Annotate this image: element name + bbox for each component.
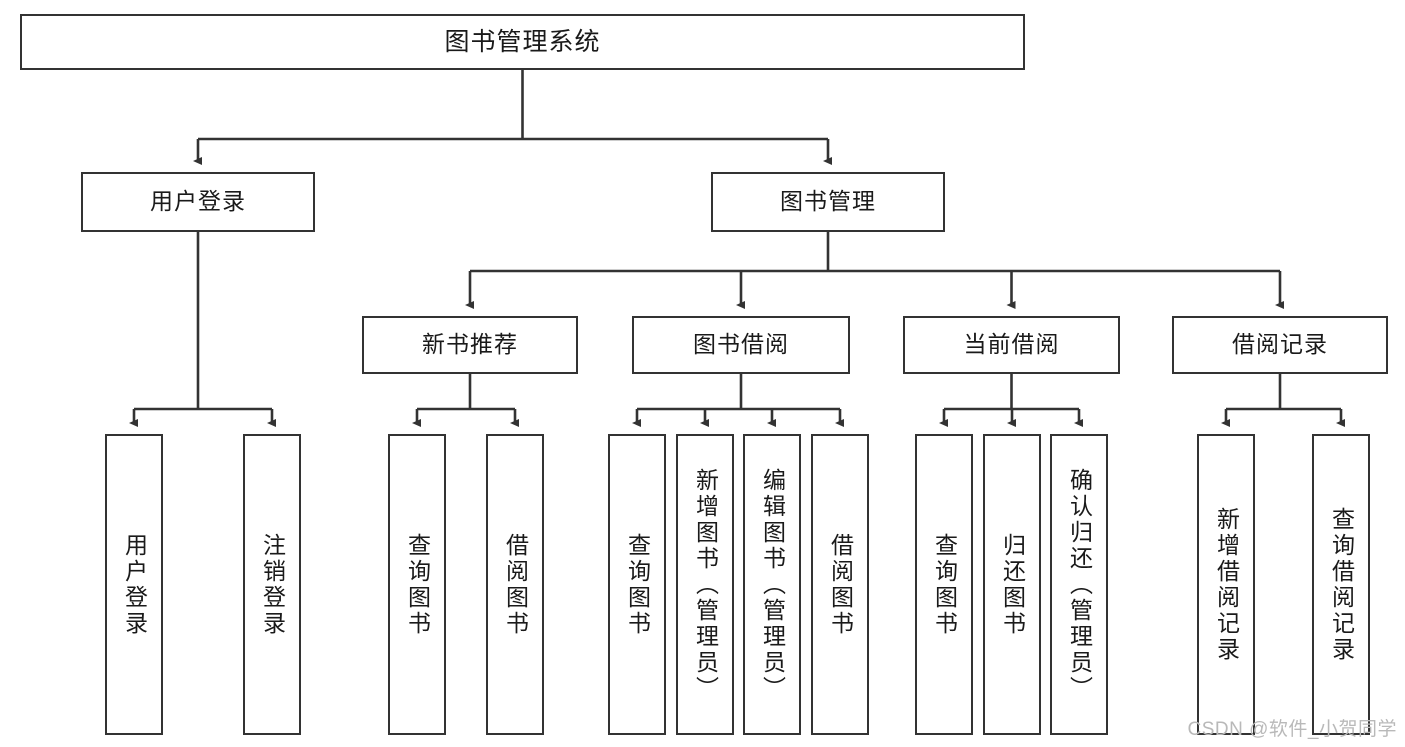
node-label-login: 用户登录 [150,188,246,215]
node-label-current: 当前借阅 [963,331,1060,358]
node-leaf-login-2[interactable]: 注销登录 [243,434,301,735]
node-label-leaf-rec-1: 新增借阅记录 [1213,506,1240,663]
node-label-root: 图书管理系统 [444,28,601,56]
node-records[interactable]: 借阅记录 [1172,316,1388,374]
node-leaf-cur-2[interactable]: 归还图书 [983,434,1041,735]
node-label-bookmgmt: 图书管理 [780,188,876,215]
node-label-leaf-bor-1: 查询图书 [624,532,651,637]
node-login[interactable]: 用户登录 [81,172,315,232]
node-label-leaf-login-2: 注销登录 [259,532,286,637]
node-label-leaf-cur-3: 确认归还（管理员） [1066,467,1093,702]
node-leaf-bor-3[interactable]: 编辑图书（管理员） [743,434,801,735]
node-root[interactable]: 图书管理系统 [20,14,1025,70]
node-label-leaf-new-1: 查询图书 [404,532,431,637]
node-label-leaf-bor-3: 编辑图书（管理员） [759,467,786,702]
node-leaf-cur-1[interactable]: 查询图书 [915,434,973,735]
node-label-leaf-new-2: 借阅图书 [502,532,529,637]
node-label-leaf-cur-1: 查询图书 [931,532,958,637]
watermark-text: CSDN @软件_小贺同学 [1187,719,1397,740]
node-leaf-bor-4[interactable]: 借阅图书 [811,434,869,735]
node-newbook[interactable]: 新书推荐 [362,316,578,374]
node-label-leaf-rec-2: 查询借阅记录 [1328,506,1355,663]
node-leaf-login-1[interactable]: 用户登录 [105,434,163,735]
node-label-leaf-bor-4: 借阅图书 [827,532,854,637]
node-leaf-new-2[interactable]: 借阅图书 [486,434,544,735]
node-leaf-bor-2[interactable]: 新增图书（管理员） [676,434,734,735]
node-leaf-rec-2[interactable]: 查询借阅记录 [1312,434,1370,735]
node-leaf-cur-3[interactable]: 确认归还（管理员） [1050,434,1108,735]
node-label-borrow: 图书借阅 [693,331,789,358]
node-label-records: 借阅记录 [1232,331,1328,358]
node-current[interactable]: 当前借阅 [903,316,1120,374]
node-label-leaf-bor-2: 新增图书（管理员） [692,467,719,702]
node-leaf-bor-1[interactable]: 查询图书 [608,434,666,735]
node-label-leaf-login-1: 用户登录 [121,532,148,637]
node-leaf-rec-1[interactable]: 新增借阅记录 [1197,434,1255,735]
node-label-leaf-cur-2: 归还图书 [999,532,1026,637]
node-leaf-new-1[interactable]: 查询图书 [388,434,446,735]
node-bookmgmt[interactable]: 图书管理 [711,172,945,232]
node-label-newbook: 新书推荐 [422,331,518,358]
node-borrow[interactable]: 图书借阅 [632,316,850,374]
